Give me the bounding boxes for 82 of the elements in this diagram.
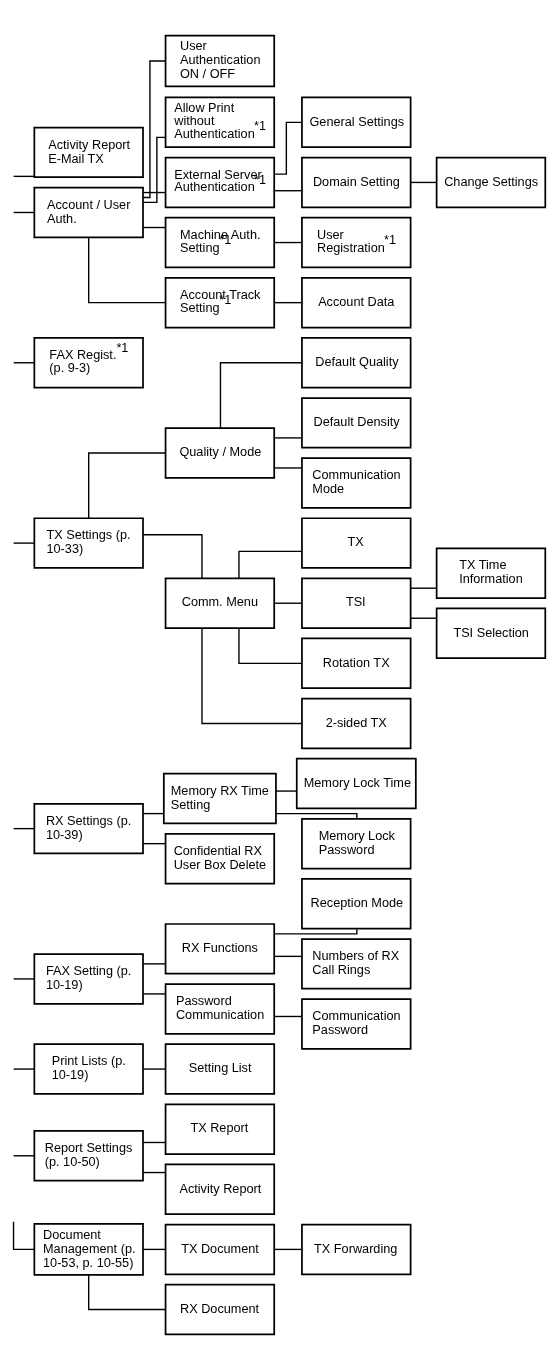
connector bbox=[273, 1015, 303, 1017]
node-box: Account Data bbox=[301, 276, 412, 328]
connector bbox=[142, 136, 166, 203]
node-box: Numbers of RX Call Rings bbox=[301, 937, 412, 990]
connector bbox=[273, 955, 303, 957]
node-box: Memory Lock Time bbox=[295, 757, 417, 809]
connector bbox=[12, 541, 35, 544]
connector bbox=[273, 436, 303, 439]
connector bbox=[273, 602, 303, 604]
connector bbox=[12, 827, 35, 829]
connector bbox=[410, 587, 438, 589]
node-box: TX Report bbox=[164, 1102, 276, 1155]
connector bbox=[142, 992, 167, 995]
connector bbox=[88, 451, 167, 519]
node-box: TX Time Information bbox=[435, 546, 547, 599]
connector bbox=[142, 842, 167, 844]
node-box: Confidential RX User Box Delete bbox=[164, 832, 276, 884]
node-box: Reception Mode bbox=[301, 877, 412, 929]
connector bbox=[142, 533, 203, 579]
connector bbox=[275, 789, 298, 792]
connector bbox=[273, 466, 303, 469]
connector bbox=[410, 617, 438, 619]
connector bbox=[275, 812, 358, 819]
node-box: TSI bbox=[301, 577, 412, 629]
connector bbox=[273, 189, 303, 191]
node-box: TX Document bbox=[164, 1223, 276, 1275]
node-box: Password Communication bbox=[164, 982, 276, 1035]
connector bbox=[88, 1273, 167, 1310]
node-box: Comm. Menu bbox=[164, 577, 276, 629]
connector bbox=[12, 1220, 35, 1250]
node-box: User Authentication ON / OFF bbox=[164, 34, 276, 87]
node-box: Default Density bbox=[301, 396, 412, 449]
connector bbox=[273, 301, 303, 303]
node-box: Account / User Auth. bbox=[33, 186, 144, 238]
connector bbox=[238, 550, 303, 579]
node-box: Memory RX Time Setting bbox=[162, 772, 277, 824]
connector bbox=[142, 962, 167, 965]
connector bbox=[142, 1171, 167, 1173]
connector bbox=[142, 1248, 167, 1250]
node-box: Document Management (p. 10-53, p. 10-55) bbox=[33, 1222, 144, 1276]
node-box: General Settings bbox=[301, 96, 412, 148]
connector bbox=[12, 1067, 35, 1070]
node-box: 2-sided TX bbox=[301, 697, 412, 749]
node-box: Activity Report E-Mail TX bbox=[33, 126, 144, 178]
connector bbox=[410, 181, 438, 183]
connector bbox=[142, 191, 167, 193]
connector bbox=[12, 977, 35, 980]
node-box: RX Document bbox=[164, 1283, 276, 1335]
connector bbox=[273, 927, 358, 935]
connector bbox=[273, 241, 303, 243]
connector bbox=[12, 211, 35, 213]
node-box: Setting List bbox=[164, 1042, 276, 1095]
connector bbox=[273, 1248, 303, 1250]
connector bbox=[12, 361, 35, 363]
connector bbox=[219, 361, 303, 428]
node-box: Rotation TX bbox=[301, 637, 412, 689]
node-box: TSI Selection bbox=[435, 607, 547, 659]
node-box: Communication Password bbox=[301, 997, 412, 1050]
connector bbox=[142, 812, 165, 814]
node-box: Memory Lock Password bbox=[301, 817, 412, 869]
node-box: TX Forwarding bbox=[301, 1223, 412, 1275]
node-box: FAX Setting (p. 10-19) bbox=[33, 952, 144, 1005]
node-box: Activity Report bbox=[164, 1163, 276, 1215]
node-box: Report Settings (p. 10-50) bbox=[33, 1129, 144, 1181]
node-box: Communication Mode bbox=[301, 456, 412, 509]
connector bbox=[12, 175, 35, 177]
node-box: RX Settings (p. 10-39) bbox=[33, 802, 144, 854]
connector bbox=[88, 236, 167, 303]
node-box: Default Quality bbox=[301, 336, 412, 388]
connector bbox=[142, 1067, 167, 1070]
connector bbox=[142, 226, 167, 228]
node-box: Change Settings bbox=[435, 156, 547, 208]
node-box: RX Functions bbox=[164, 922, 276, 975]
node-box: Domain Setting bbox=[301, 156, 412, 208]
connector bbox=[12, 1154, 35, 1156]
node-box: TX Settings (p. 10-33) bbox=[33, 516, 144, 569]
connector bbox=[201, 626, 303, 724]
connector bbox=[238, 627, 303, 664]
node-box: TX bbox=[301, 516, 412, 569]
connector bbox=[142, 1141, 167, 1143]
node-box: Print Lists (p. 10-19) bbox=[33, 1042, 144, 1095]
node-box: Quality / Mode bbox=[164, 426, 276, 479]
